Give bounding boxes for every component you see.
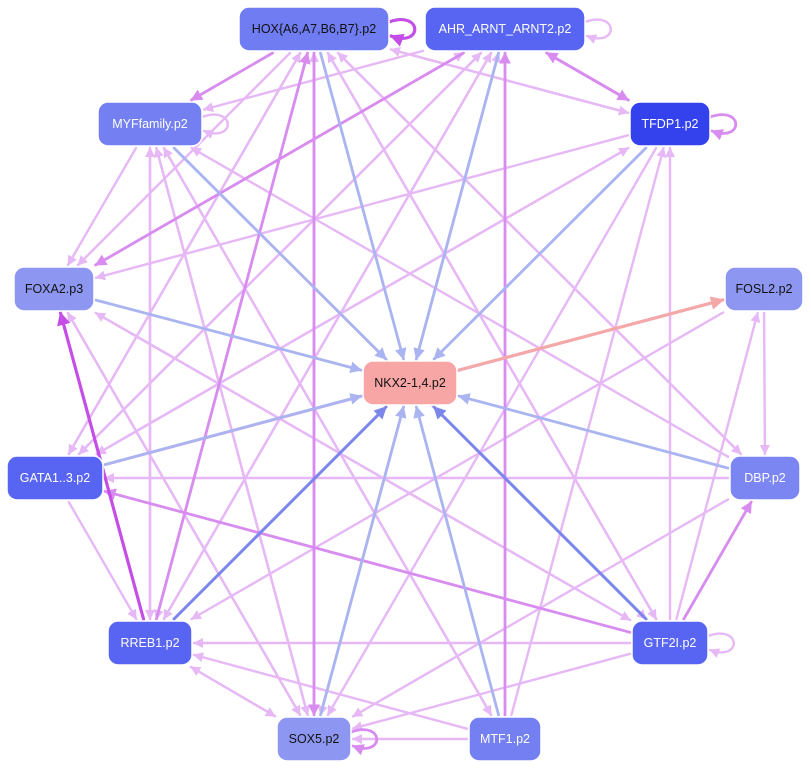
node-label: SOX5.p2 bbox=[289, 732, 340, 746]
edge-foxa2-to-gtf2i bbox=[94, 311, 632, 622]
node-label: FOSL2.p2 bbox=[736, 282, 793, 296]
node-label: DBP.p2 bbox=[744, 471, 786, 485]
node-box bbox=[724, 266, 804, 312]
edge-tfdp1-to-sox5 bbox=[326, 146, 658, 717]
node-box bbox=[13, 266, 95, 312]
edge-myf-to-myf bbox=[200, 113, 229, 139]
node-rreb1[interactable]: RREB1.p2 bbox=[107, 620, 193, 666]
edge-hox-to-myf bbox=[190, 51, 274, 102]
edge-rreb1-to-nkx bbox=[172, 405, 388, 621]
edge-rreb1-to-ahr bbox=[162, 51, 493, 621]
edge-hox-to-hox bbox=[387, 18, 417, 47]
edge-tfdp1-to-ahr bbox=[545, 51, 630, 102]
node-fosl2[interactable]: FOSL2.p2 bbox=[724, 266, 804, 312]
node-label: TFDP1.p2 bbox=[642, 117, 699, 131]
node-box bbox=[629, 101, 711, 147]
edge-ahr-to-ahr bbox=[583, 18, 612, 44]
edge-nkx-to-fosl2 bbox=[457, 296, 725, 372]
edge-gata-to-tfdp1 bbox=[95, 146, 630, 456]
edge-gtf2i-to-hox bbox=[326, 51, 658, 621]
node-box bbox=[238, 6, 390, 52]
node-hox[interactable]: HOX{A6,A7,B6,B7}.p2 bbox=[238, 6, 390, 52]
node-foxa2[interactable]: FOXA2.p3 bbox=[13, 266, 95, 312]
node-box bbox=[729, 455, 801, 501]
node-box bbox=[276, 716, 352, 762]
edge-gtf2i-to-gtf2i bbox=[706, 632, 735, 658]
edge-layer bbox=[57, 18, 770, 756]
node-gata[interactable]: GATA1..3.p2 bbox=[6, 455, 104, 501]
edge-sox5-to-nkx bbox=[319, 405, 407, 717]
node-box bbox=[362, 360, 458, 406]
edge-dbp-to-nkx bbox=[457, 393, 730, 470]
edge-fosl2-to-dbp bbox=[759, 311, 770, 456]
node-box bbox=[631, 620, 709, 666]
node-box bbox=[107, 620, 193, 666]
node-layer: HOX{A6,A7,B6,B7}.p2 AHR_ARNT_ARNT2.p2MYFf… bbox=[6, 6, 804, 762]
node-myf[interactable]: MYFfamily.p2 bbox=[97, 101, 203, 147]
node-dbp[interactable]: DBP.p2 bbox=[729, 455, 801, 501]
edge-gata-to-rreb1 bbox=[67, 500, 138, 621]
edge-mtf1-to-myf bbox=[162, 146, 493, 717]
edge-tfdp1-to-hox bbox=[389, 46, 630, 114]
edge-mtf1-to-rreb1 bbox=[192, 652, 469, 730]
edge-sox5-to-sox5 bbox=[349, 728, 379, 756]
edge-gtf2i-to-dbp bbox=[682, 500, 753, 621]
edge-gata-to-hox bbox=[67, 51, 302, 456]
edge-gtf2i-to-nkx bbox=[432, 405, 648, 621]
edge-fosl2-to-rreb1 bbox=[190, 311, 725, 621]
node-tfdp1[interactable]: TFDP1.p2 bbox=[629, 101, 711, 147]
node-label: RREB1.p2 bbox=[120, 636, 179, 650]
node-box bbox=[97, 101, 203, 147]
node-label: MTF1.p2 bbox=[480, 732, 530, 746]
node-label: NKX2-1,4.p2 bbox=[374, 376, 446, 390]
edge-gtf2i-to-gata bbox=[103, 488, 632, 634]
edge-sox5-to-rreb1 bbox=[189, 665, 277, 718]
edge-hox-to-nkx bbox=[319, 51, 407, 361]
edge-myf-to-foxa2 bbox=[66, 146, 138, 267]
node-sox5[interactable]: SOX5.p2 bbox=[276, 716, 352, 762]
edge-myf-to-nkx bbox=[172, 146, 388, 361]
node-label: FOXA2.p3 bbox=[25, 282, 83, 296]
edge-tfdp1-to-nkx bbox=[432, 146, 648, 361]
node-label: HOX{A6,A7,B6,B7}.p2 bbox=[252, 22, 376, 36]
node-box bbox=[424, 6, 586, 52]
edge-tfdp1-to-tfdp1 bbox=[708, 113, 738, 141]
edge-dbp-to-myf bbox=[190, 146, 730, 458]
edge-foxa2-to-nkx bbox=[94, 298, 363, 374]
node-ahr[interactable]: AHR_ARNT_ARNT2.p2 bbox=[424, 6, 586, 52]
node-label: AHR_ARNT_ARNT2.p2 bbox=[439, 22, 572, 36]
node-label: GTF2I.p2 bbox=[644, 636, 697, 650]
edge-gata-to-nkx bbox=[103, 393, 363, 466]
node-label: MYFfamily.p2 bbox=[112, 117, 188, 131]
node-label: GATA1..3.p2 bbox=[20, 471, 90, 485]
edge-mtf1-to-nkx bbox=[413, 405, 500, 717]
edge-ahr-to-nkx bbox=[413, 51, 500, 361]
node-nkx[interactable]: NKX2-1,4.p2 bbox=[362, 360, 458, 406]
node-gtf2i[interactable]: GTF2I.p2 bbox=[631, 620, 709, 666]
node-box bbox=[468, 716, 542, 762]
node-mtf1[interactable]: MTF1.p2 bbox=[468, 716, 542, 762]
node-box bbox=[6, 455, 104, 501]
